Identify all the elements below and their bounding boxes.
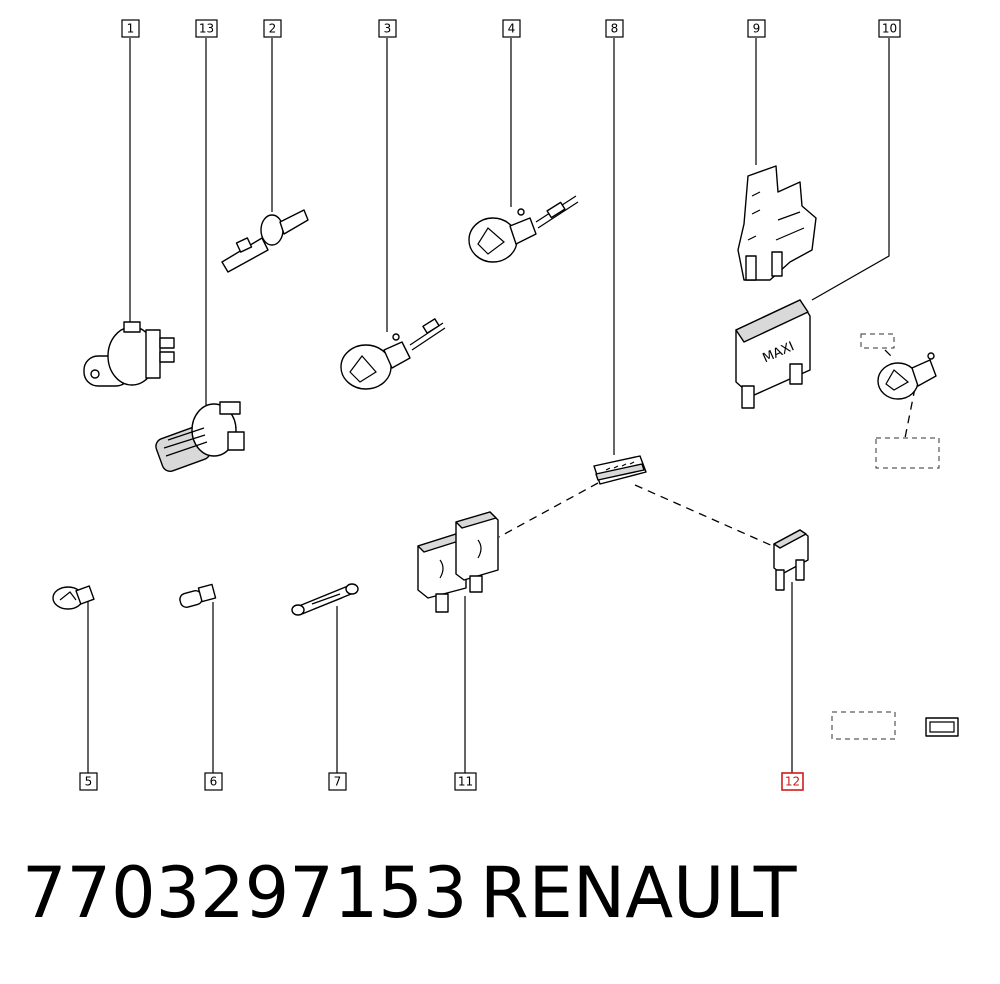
svg-text:13: 13	[199, 22, 214, 36]
part-7-festoon-bulb[interactable]	[291, 583, 359, 616]
part-3-bayonet-bulb[interactable]	[340, 318, 446, 390]
leader-lines	[87, 38, 890, 773]
part-4-bayonet-bulb-twin[interactable]	[468, 195, 579, 263]
callout-5[interactable]: 5	[79, 772, 98, 791]
svg-text:10: 10	[882, 22, 897, 36]
svg-text:3: 3	[384, 22, 392, 36]
part-12-mini-fuse[interactable]	[773, 529, 809, 591]
svg-text:11: 11	[458, 775, 473, 789]
part-9-fuse-holder[interactable]	[737, 165, 817, 281]
svg-text:1: 1	[127, 22, 135, 36]
part-10-maxi-fuse[interactable]: MAXI	[735, 299, 811, 409]
svg-text:4: 4	[508, 22, 516, 36]
part-13-halogen-bulb[interactable]	[154, 401, 245, 474]
part-1-headlamp-bulb[interactable]	[83, 321, 175, 387]
callout-12[interactable]: 12	[781, 772, 804, 791]
signal-bulb[interactable]	[860, 333, 940, 469]
part-number: 7703297153	[22, 852, 468, 934]
svg-text:2: 2	[269, 22, 277, 36]
part-8-fuse-clip[interactable]	[593, 455, 647, 485]
part-5-wedge-bulb[interactable]	[52, 585, 95, 610]
part-2-small-halogen-bulb[interactable]	[221, 209, 309, 273]
callout-labels: 1 13 2 3 4 8 9 10 5 6 7 11 12	[79, 19, 901, 791]
callout-11[interactable]: 11	[454, 772, 477, 791]
brand-name: RENAULT	[480, 852, 797, 934]
svg-text:7: 7	[334, 775, 342, 789]
svg-text:5: 5	[85, 775, 93, 789]
callout-1[interactable]: 1	[121, 19, 140, 38]
callout-6[interactable]: 6	[204, 772, 223, 791]
callout-7[interactable]: 7	[328, 772, 347, 791]
callout-8[interactable]: 8	[605, 19, 624, 38]
dashed-links	[498, 349, 916, 548]
callout-13[interactable]: 13	[195, 19, 218, 38]
callout-2[interactable]: 2	[263, 19, 282, 38]
part-6-mini-bulb[interactable]	[179, 583, 217, 608]
svg-text:12: 12	[785, 775, 800, 789]
reference-boxes	[831, 711, 959, 740]
svg-text:6: 6	[210, 775, 218, 789]
callout-9[interactable]: 9	[747, 19, 766, 38]
callout-10[interactable]: 10	[878, 19, 901, 38]
callout-4[interactable]: 4	[502, 19, 521, 38]
svg-text:9: 9	[753, 22, 761, 36]
svg-text:8: 8	[611, 22, 619, 36]
callout-3[interactable]: 3	[378, 19, 397, 38]
part-11-blade-fuses[interactable]	[417, 511, 499, 613]
